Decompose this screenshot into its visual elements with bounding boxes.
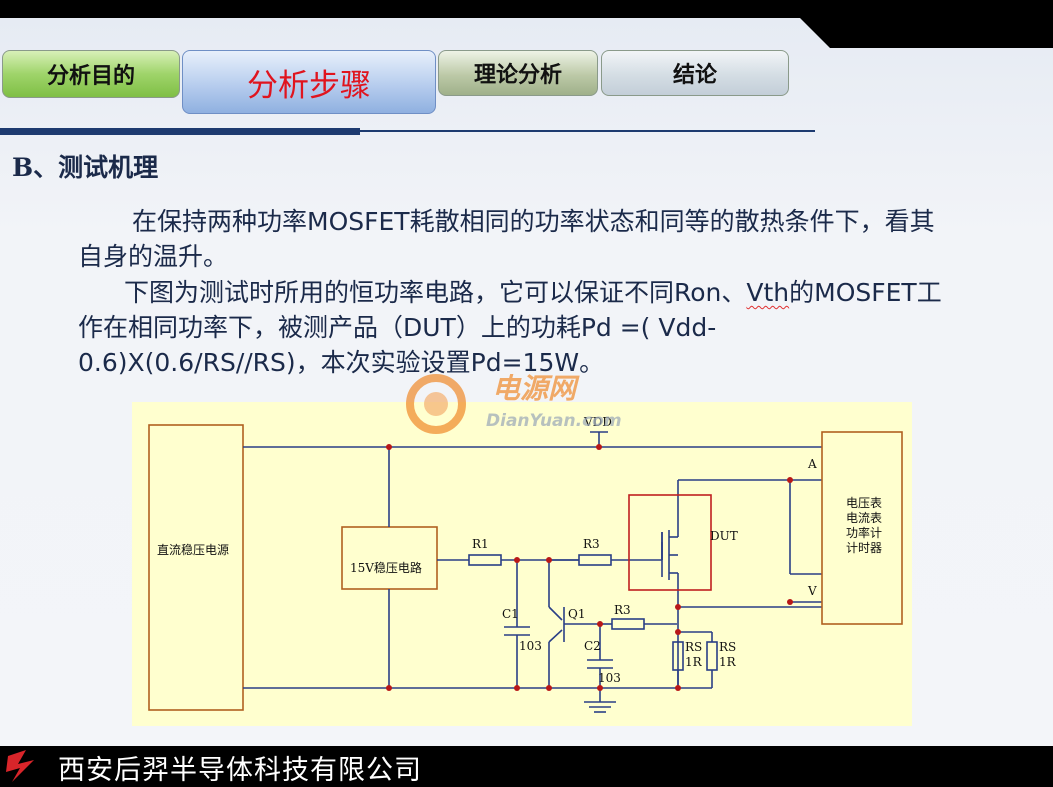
vdd-label: VDD: [583, 415, 612, 429]
c2-label: C2: [584, 639, 601, 653]
company-name: 西安后羿半导体科技有限公司: [58, 755, 422, 786]
tab-conclusion[interactable]: 结论: [601, 50, 789, 96]
paragraph-2-part2: 的MOSFET工作在相同功率下，被测产品（DUT）上的功耗Pd =( Vdd-0…: [78, 278, 942, 377]
rs1-label: RS: [685, 640, 702, 654]
regulator-label: 15V稳压电路: [350, 560, 422, 575]
watermark-brand: 电源网: [492, 372, 580, 405]
c1-label: C1: [502, 607, 519, 621]
dut-box: [628, 494, 712, 591]
paragraph-2-part1: 下图为测试时所用的恒功率电路，它可以保证不同Ron、: [124, 278, 747, 307]
footer-bar: [0, 746, 1053, 786]
section-heading: B、测试机理: [12, 153, 159, 182]
r1-label: R1: [472, 537, 489, 551]
paragraph-1: 在保持两种功率MOSFET耗散相同的功率状态和同等的散热条件下，看其自身的温升。: [78, 207, 935, 271]
power-supply-box: [148, 424, 244, 711]
regulator-box: [341, 526, 438, 590]
rs2-label: RS: [719, 640, 736, 654]
company-logo-icon: [6, 750, 34, 782]
r3-lower-label: R3: [614, 603, 631, 617]
tab-theory-analysis[interactable]: 理论分析: [438, 50, 598, 96]
c1-value: 103: [519, 639, 542, 653]
tab-analysis-purpose[interactable]: 分析目的: [2, 50, 180, 98]
header-rule-accent: [0, 128, 360, 135]
rs2-value: 1R: [719, 655, 737, 669]
meter-line-4: 计时器: [846, 541, 882, 555]
power-supply-label: 直流稳压电源: [157, 542, 229, 557]
tab-analysis-steps[interactable]: 分析步骤: [182, 50, 436, 114]
rs1-value: 1R: [685, 655, 703, 669]
node-a-label: A: [807, 457, 817, 471]
meter-box: [821, 431, 903, 625]
circuit-diagram: 直流稳压电源 15V稳压电路 VDD R1 R3 R3 C1 103 C2 10…: [132, 402, 912, 726]
watermark-logo-icon: [406, 374, 466, 434]
paragraph-2-vth: Vth: [746, 278, 790, 307]
meter-line-2: 电流表: [846, 511, 882, 525]
node-v-label: V: [807, 584, 817, 598]
q1-label: Q1: [568, 607, 585, 621]
dut-label: DUT: [710, 529, 738, 543]
c2-value: 103: [598, 671, 621, 685]
paragraph-2: 下图为测试时所用的恒功率电路，它可以保证不同Ron、Vth的MOSFET工作在相…: [78, 275, 958, 380]
header-rule: [0, 130, 815, 132]
watermark-url: DianYuan.com: [486, 411, 622, 431]
dianyuan-watermark: 电源网 DianYuan.com: [406, 372, 622, 434]
meter-line-1: 电压表: [846, 496, 882, 510]
r3-upper-label: R3: [583, 537, 600, 551]
meter-line-3: 功率计: [846, 525, 882, 540]
